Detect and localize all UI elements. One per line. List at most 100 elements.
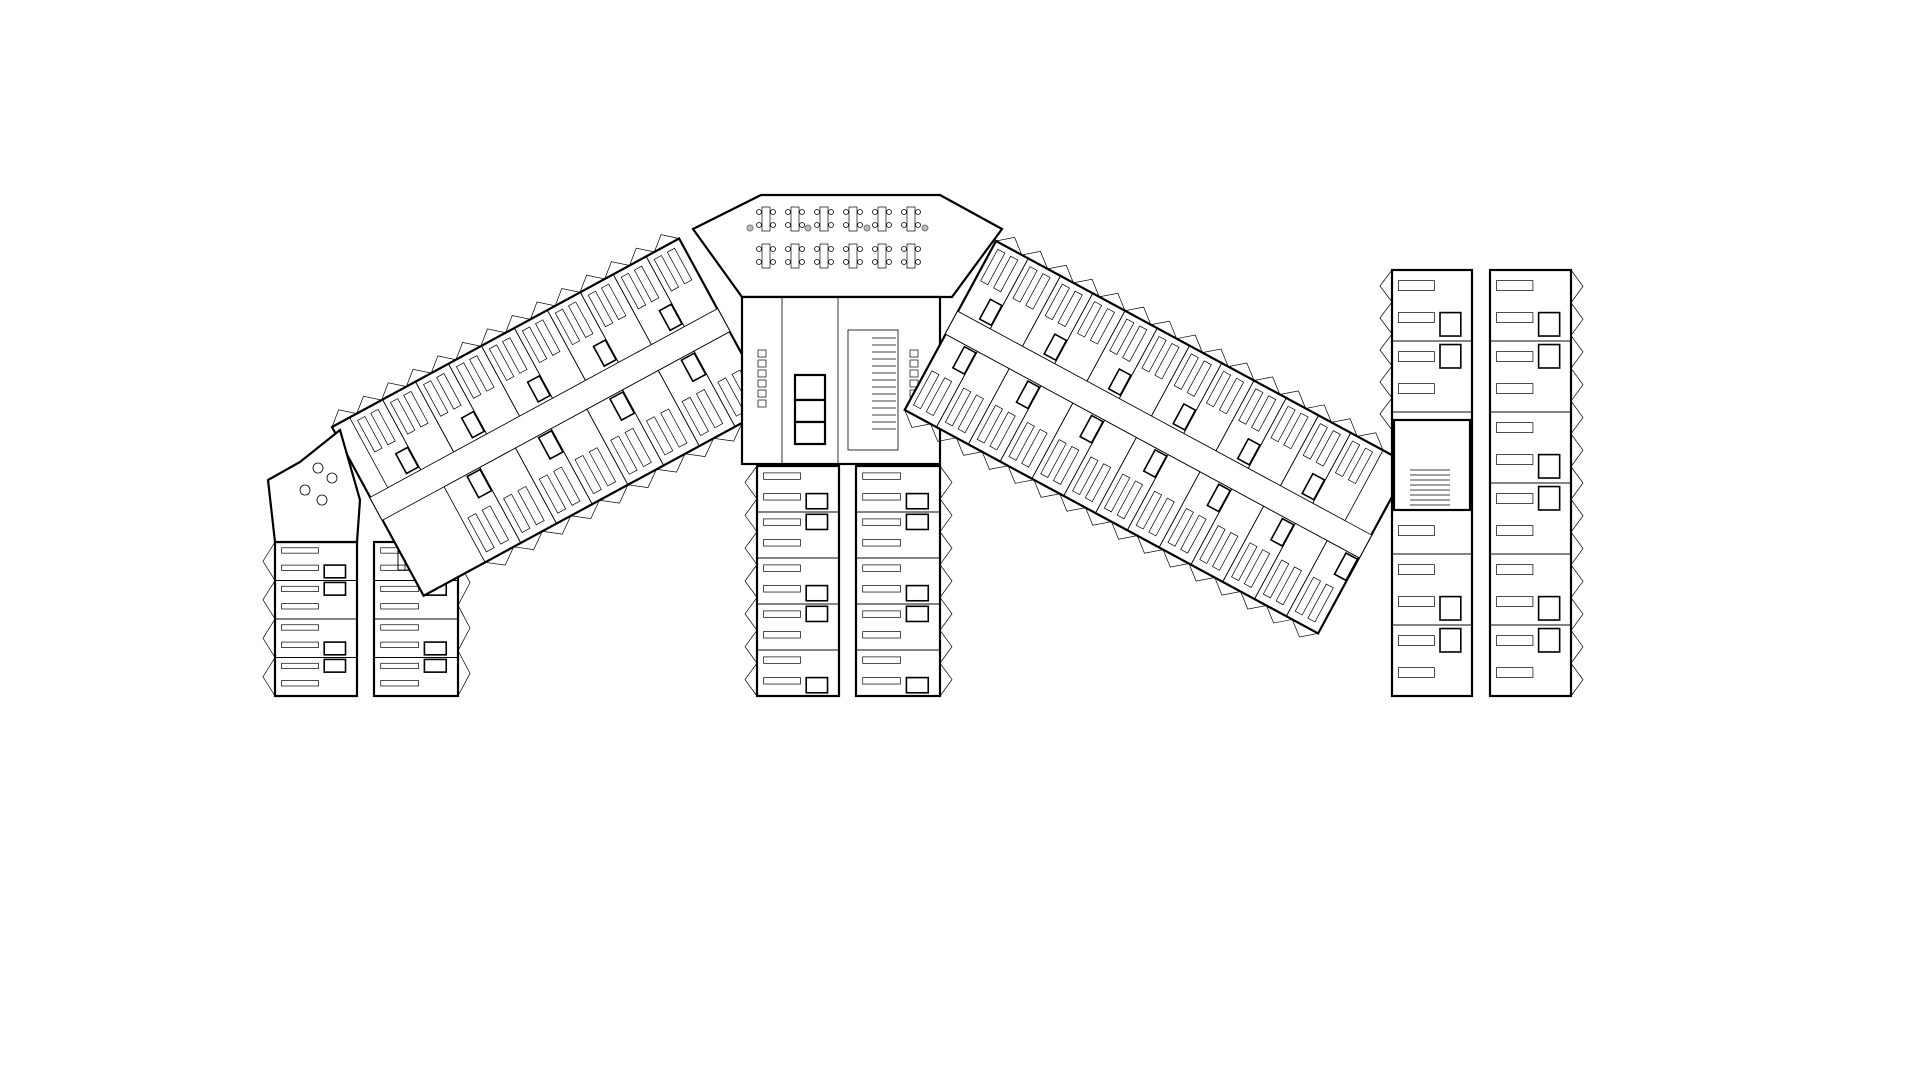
room bbox=[1391, 624, 1473, 697]
bathroom bbox=[680, 352, 707, 383]
chair bbox=[857, 246, 863, 252]
room bbox=[373, 657, 459, 697]
table bbox=[909, 349, 919, 358]
bed bbox=[1398, 596, 1435, 607]
chair bbox=[915, 246, 921, 252]
left-lounge-corner bbox=[266, 428, 362, 544]
bed bbox=[1089, 308, 1116, 345]
bed bbox=[1218, 377, 1245, 415]
bed bbox=[1008, 421, 1035, 461]
bed bbox=[568, 301, 594, 338]
corridor-wall bbox=[957, 311, 1372, 536]
table bbox=[906, 243, 916, 269]
chair bbox=[785, 222, 791, 228]
bed bbox=[1496, 635, 1534, 646]
bed bbox=[1109, 318, 1135, 355]
bed bbox=[1496, 312, 1534, 323]
bed bbox=[588, 447, 617, 487]
bed bbox=[521, 326, 548, 364]
stair-core bbox=[847, 329, 899, 451]
bed bbox=[763, 472, 801, 480]
table bbox=[312, 462, 324, 474]
table bbox=[326, 472, 338, 484]
table bbox=[757, 399, 767, 408]
facade-fin bbox=[939, 465, 953, 697]
central-dining-hall bbox=[691, 193, 1004, 299]
bed bbox=[763, 631, 801, 639]
bed bbox=[944, 387, 972, 427]
bed bbox=[1205, 370, 1232, 408]
bed bbox=[488, 344, 515, 381]
bed bbox=[1302, 423, 1328, 460]
bed bbox=[1122, 325, 1148, 362]
bathroom bbox=[323, 658, 347, 673]
bathroom bbox=[1439, 627, 1462, 653]
bathroom bbox=[1172, 402, 1197, 432]
bed bbox=[1076, 301, 1103, 338]
bed bbox=[380, 585, 419, 593]
lounge-outline bbox=[266, 428, 362, 544]
chair bbox=[799, 222, 805, 228]
bed bbox=[666, 247, 693, 285]
bathroom bbox=[805, 492, 829, 510]
bed bbox=[862, 564, 901, 572]
chair bbox=[814, 246, 820, 252]
bathroom bbox=[323, 641, 347, 656]
bed bbox=[913, 370, 940, 410]
bathroom bbox=[526, 374, 552, 404]
table bbox=[877, 206, 887, 232]
bed bbox=[763, 656, 801, 664]
bathroom bbox=[1236, 437, 1262, 466]
corridor bbox=[781, 296, 839, 465]
bed bbox=[1262, 559, 1290, 599]
bed bbox=[538, 474, 567, 514]
bed bbox=[862, 585, 901, 593]
bathroom bbox=[1269, 517, 1295, 548]
chair bbox=[857, 209, 863, 215]
bed bbox=[554, 308, 581, 346]
bed bbox=[357, 415, 383, 453]
facade-fin bbox=[331, 234, 680, 428]
chair bbox=[756, 246, 762, 252]
bed bbox=[1135, 490, 1163, 530]
bathroom bbox=[805, 605, 829, 623]
bathroom bbox=[1333, 551, 1359, 582]
bed bbox=[587, 290, 614, 328]
corridor bbox=[370, 308, 730, 521]
bed bbox=[380, 603, 419, 610]
facade-fin bbox=[904, 409, 1319, 638]
bathroom bbox=[1107, 367, 1133, 397]
chair bbox=[886, 209, 892, 215]
table bbox=[757, 389, 767, 398]
stair-hall bbox=[1392, 418, 1472, 512]
bed bbox=[1103, 473, 1131, 513]
bed bbox=[989, 411, 1016, 451]
bed bbox=[600, 283, 627, 321]
chair bbox=[770, 209, 776, 215]
chair bbox=[915, 209, 921, 215]
bed bbox=[1167, 507, 1194, 547]
bed bbox=[574, 454, 602, 495]
bed bbox=[423, 380, 449, 417]
plant bbox=[746, 224, 754, 232]
bed bbox=[1275, 566, 1302, 606]
table bbox=[299, 484, 311, 496]
elevator bbox=[793, 398, 827, 424]
bathroom bbox=[805, 676, 829, 694]
chair bbox=[886, 259, 892, 265]
bed bbox=[1307, 583, 1334, 623]
bathroom bbox=[1043, 333, 1068, 362]
bed bbox=[380, 641, 419, 648]
bathroom bbox=[592, 338, 618, 368]
chair bbox=[785, 209, 791, 215]
chair bbox=[901, 259, 907, 265]
central-room-block bbox=[744, 464, 953, 698]
chair bbox=[756, 259, 762, 265]
facade-fin bbox=[1379, 269, 1393, 431]
bed bbox=[390, 398, 416, 435]
chair bbox=[814, 209, 820, 215]
chair bbox=[872, 222, 878, 228]
bed bbox=[1283, 412, 1309, 450]
bed bbox=[281, 624, 319, 631]
